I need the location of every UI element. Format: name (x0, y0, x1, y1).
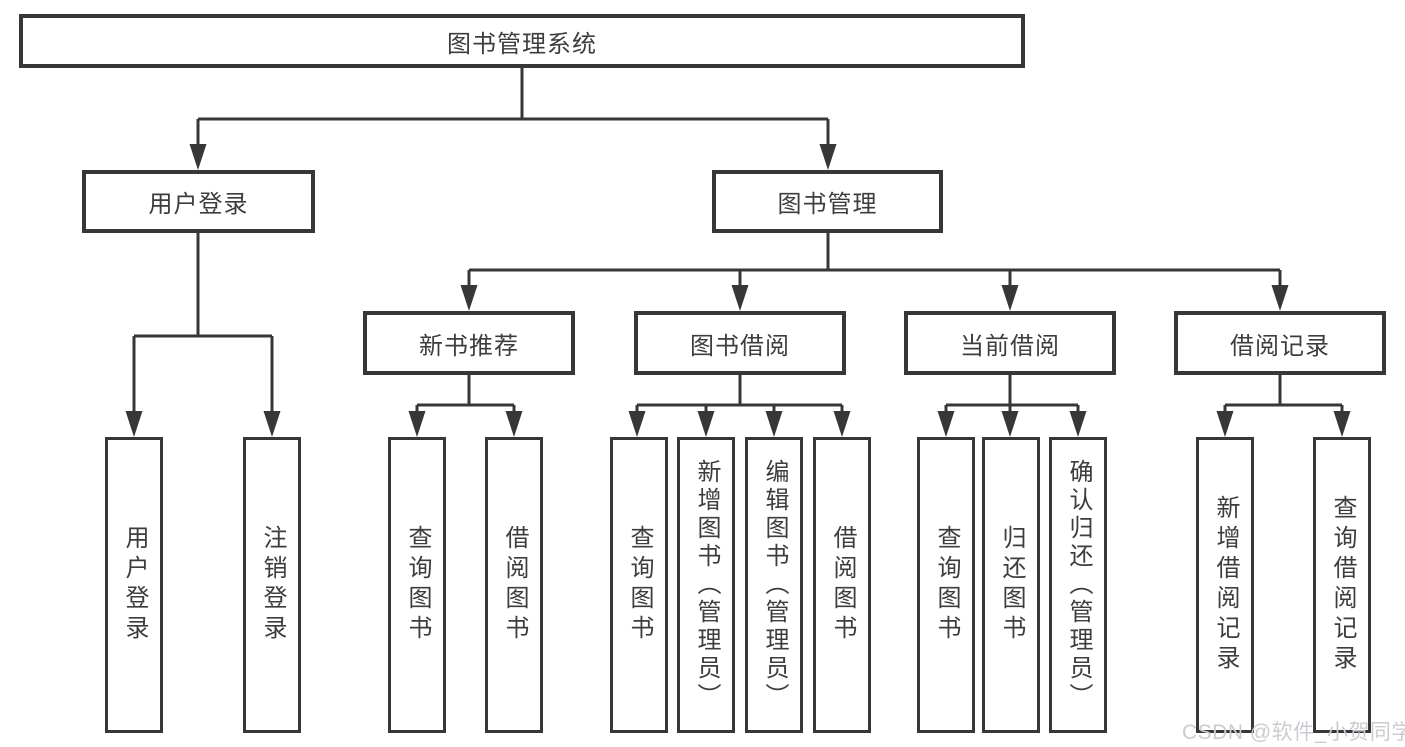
leaf-label: 归还图书 (998, 525, 1025, 645)
leaf-label: 注销登录 (259, 525, 286, 645)
leaf-label: 新增图书（管理员） (693, 459, 720, 711)
node-label: 用户登录 (148, 191, 249, 218)
node-new-book-recommend: 新书推荐 (363, 311, 575, 375)
leaf-add-borrow-record: 新增借阅记录 (1196, 437, 1254, 733)
leaf-query-borrow-record: 查询借阅记录 (1313, 437, 1371, 733)
leaf-user-login: 用户登录 (105, 437, 163, 733)
node-borrowing-records: 借阅记录 (1174, 311, 1386, 375)
leaf-query-books-recommend: 查询图书 (388, 437, 446, 733)
leaf-borrow-books-recommend: 借阅图书 (485, 437, 543, 733)
node-label: 当前借阅 (960, 332, 1060, 360)
node-label: 图书借阅 (690, 332, 790, 360)
node-book-management: 图书管理 (712, 170, 943, 233)
node-library-management-system: 图书管理系统 (19, 14, 1025, 68)
leaf-borrow-books-borrowing: 借阅图书 (813, 437, 871, 733)
leaf-label: 编辑图书（管理员） (761, 459, 788, 711)
node-label: 借阅记录 (1230, 332, 1330, 360)
leaf-label: 借阅图书 (501, 525, 528, 645)
leaf-label: 新增借阅记录 (1212, 495, 1239, 675)
csdn-watermark: CSDN @软件_小贺同学 (1182, 721, 1405, 744)
node-user-login: 用户登录 (82, 170, 315, 233)
node-label: 图书管理 (777, 191, 878, 218)
leaf-logout: 注销登录 (243, 437, 301, 733)
node-label: 新书推荐 (419, 332, 519, 360)
leaf-confirm-return-admin: 确认归还（管理员） (1049, 437, 1107, 733)
leaf-label: 查询借阅记录 (1329, 495, 1356, 675)
leaf-label: 确认归还（管理员） (1065, 459, 1092, 711)
node-book-borrowing: 图书借阅 (634, 311, 846, 375)
node-current-borrowing: 当前借阅 (904, 311, 1116, 375)
leaf-label: 用户登录 (121, 525, 148, 645)
leaf-query-books-borrowing: 查询图书 (610, 437, 668, 733)
leaf-label: 借阅图书 (829, 525, 856, 645)
leaf-return-books: 归还图书 (982, 437, 1040, 733)
leaf-label: 查询图书 (404, 525, 431, 645)
leaf-label: 查询图书 (626, 525, 653, 645)
leaf-add-books-admin: 新增图书（管理员） (677, 437, 735, 733)
leaf-edit-books-admin: 编辑图书（管理员） (745, 437, 803, 733)
node-label: 图书管理系统 (447, 30, 597, 58)
leaf-label: 查询图书 (933, 525, 960, 645)
leaf-query-books-current: 查询图书 (917, 437, 975, 733)
